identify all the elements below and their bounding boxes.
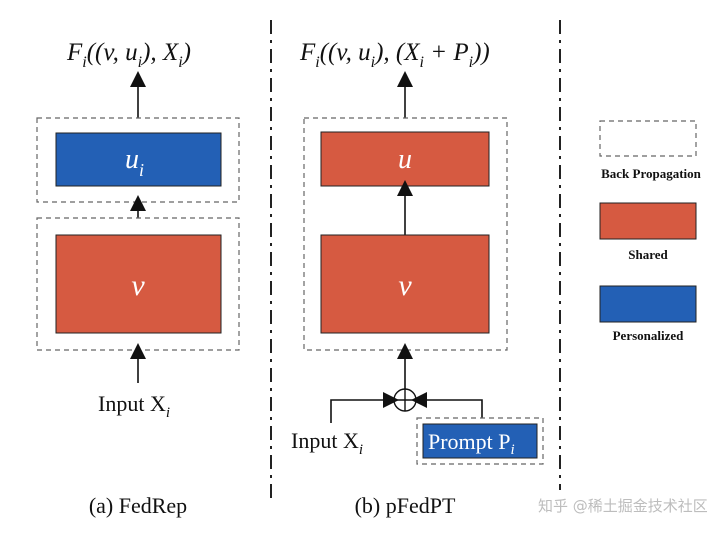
pfedpt-prompt-block [422, 423, 538, 459]
pfedpt-input-label: Input Xi [291, 428, 363, 458]
fedrep-personalized-label: ui [125, 144, 144, 180]
legend-personalized-swatch [599, 285, 697, 323]
legend: Back Propagation Shared Personalized [599, 120, 702, 343]
fedrep-caption: (a) FedRep [89, 493, 187, 518]
pfedpt-input-connector [330, 392, 399, 423]
fedrep-output-formula: Fi((v, ui), Xi) [66, 39, 191, 71]
panel-fedrep: Fi((v, ui), Xi) ui v Input Xi (a) FedRep [36, 39, 240, 518]
fedrep-input-label: Input Xi [98, 391, 170, 421]
pfedpt-top-label: u [398, 144, 412, 175]
pfedpt-prompt-connector [411, 392, 483, 418]
legend-personalized-label: Personalized [613, 328, 685, 343]
legend-back-propagation-swatch [599, 120, 697, 157]
panel-pfedpt: Fi((v, ui), (Xi + Pi)) u v Input Xi Prom… [291, 39, 544, 518]
pfedpt-bottom-label: v [398, 269, 412, 302]
watermark: 知乎 @稀土掘金技术社区 [538, 497, 708, 515]
pfedpt-top-block [320, 131, 490, 187]
pfedpt-caption: (b) pFedPT [355, 493, 456, 518]
fedrep-personalized-block [55, 132, 222, 187]
pfedpt-prompt-label: Prompt Pi [428, 429, 515, 458]
fedrep-shared-block [55, 234, 222, 334]
fedrep-shared-label: v [131, 269, 145, 302]
pfedpt-output-formula: Fi((v, ui), (Xi + Pi)) [299, 39, 490, 71]
legend-back-propagation-label: Back Propagation [601, 166, 702, 181]
pfedpt-bottom-block [320, 234, 490, 334]
pfedpt-prompt-dashed-box [416, 417, 544, 465]
pfedpt-shared-dashed-box [303, 117, 508, 351]
legend-shared-swatch [599, 202, 697, 240]
legend-shared-label: Shared [628, 247, 668, 262]
